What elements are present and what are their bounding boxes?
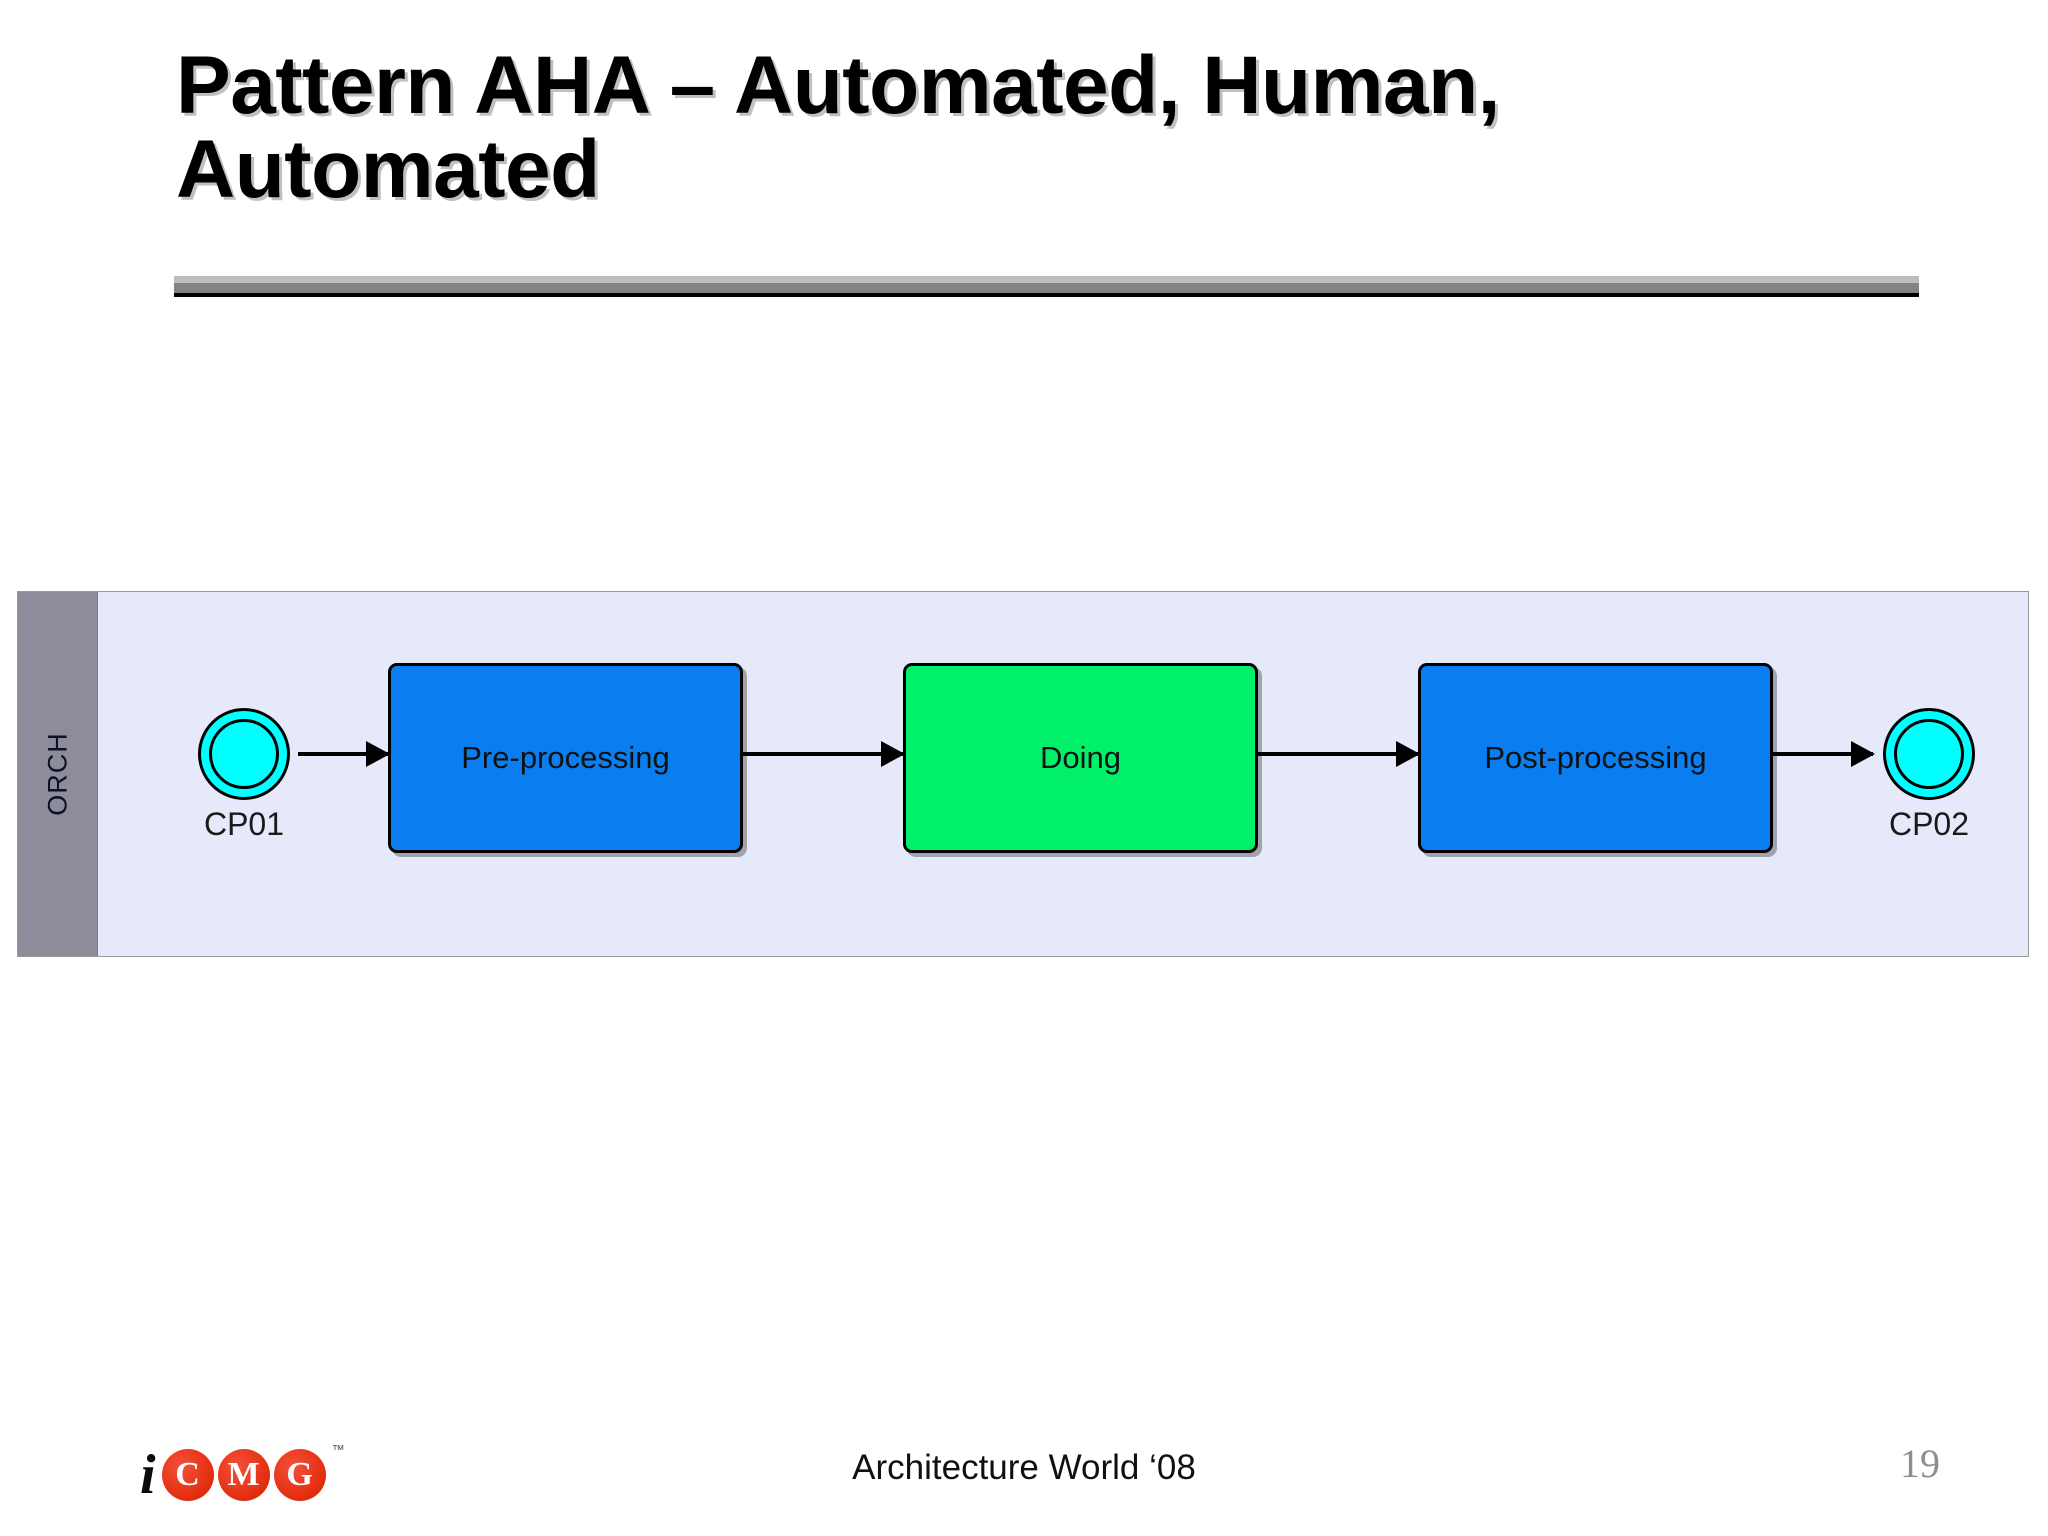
- end-event-label: CP02: [1888, 806, 1970, 842]
- start-event-cp01[interactable]: CP01: [198, 708, 290, 842]
- task-label: Post-processing: [1484, 740, 1707, 775]
- arrowhead-icon: [881, 741, 905, 767]
- page-number: 19: [1900, 1441, 1940, 1486]
- logo-trademark-icon: ™: [331, 1442, 345, 1457]
- flow-post-processing-to-cp02: [1773, 741, 1875, 767]
- lane-label: ORCH: [42, 732, 72, 816]
- logo-disc-m: M: [217, 1449, 270, 1501]
- pool-body: CP01 Pre-processing Doing Post-processin…: [98, 592, 2028, 956]
- task-pre-processing[interactable]: Pre-processing: [388, 663, 743, 853]
- arrowhead-icon: [366, 741, 390, 767]
- arrowhead-icon: [1396, 741, 1420, 767]
- page-title-text: Pattern AHA – Automated, Human, Automate…: [176, 40, 1500, 215]
- divider-band-black: [174, 293, 1919, 297]
- task-post-processing[interactable]: Post-processing: [1418, 663, 1773, 853]
- end-event-inner-ring-icon: [1894, 719, 1964, 789]
- logo-disc-c: C: [161, 1449, 214, 1501]
- bpmn-pool: ORCH CP01 Pre-processing Doing: [17, 591, 2029, 957]
- start-event-label: CP01: [203, 806, 285, 842]
- lane-header-orch: ORCH: [18, 592, 98, 956]
- task-label: Doing: [1040, 740, 1121, 775]
- start-event-inner-ring-icon: [209, 719, 279, 789]
- footer-text: Architecture World ‘08: [852, 1448, 1196, 1487]
- task-label: Pre-processing: [461, 740, 670, 775]
- arrowhead-icon: [1851, 741, 1875, 767]
- end-event-cp02[interactable]: CP02: [1883, 708, 1975, 842]
- icmg-logo: i C M G ™: [140, 1440, 345, 1510]
- flow-doing-to-post-processing: [1258, 741, 1420, 767]
- page-title: Pattern AHA – Automated, Human, Automate…: [176, 44, 1876, 211]
- logo-letter-i: i: [140, 1444, 156, 1506]
- title-divider: [174, 276, 1919, 297]
- flow-cp01-to-pre-processing: [298, 741, 390, 767]
- divider-band-light: [174, 276, 1919, 283]
- divider-band-dark: [174, 283, 1919, 293]
- task-doing[interactable]: Doing: [903, 663, 1258, 853]
- logo-disc-g: G: [273, 1449, 326, 1501]
- flow-pre-processing-to-doing: [743, 741, 905, 767]
